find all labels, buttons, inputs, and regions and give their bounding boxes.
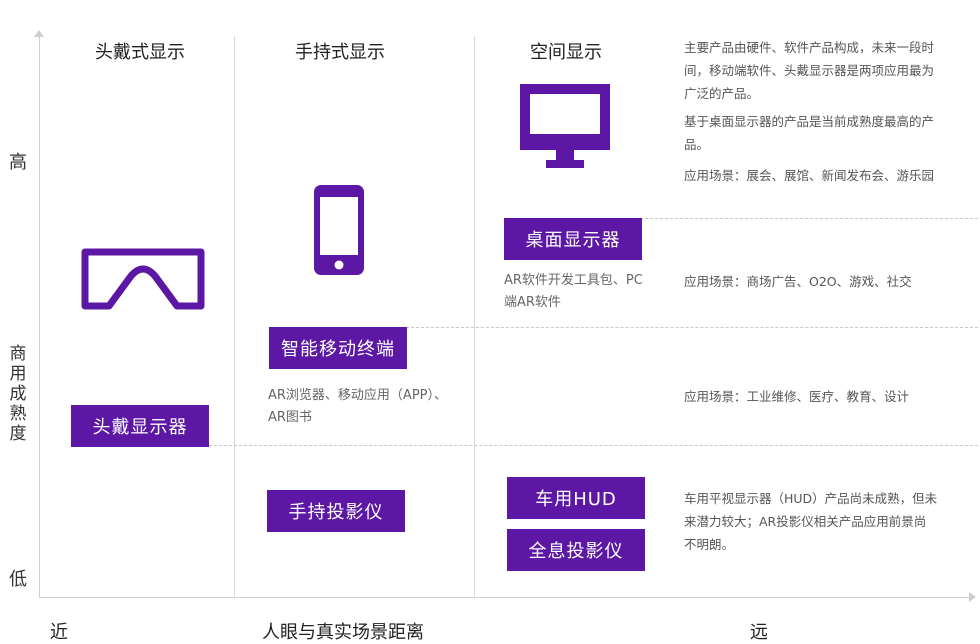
column-title-head-mounted: 头戴式显示 bbox=[95, 42, 185, 63]
column-divider-2 bbox=[474, 36, 475, 597]
column-title-spatial: 空间显示 bbox=[530, 42, 602, 63]
device-handheld-projector: 手持投影仪 bbox=[267, 490, 405, 532]
x-axis-line bbox=[39, 597, 975, 598]
row-divider-middle bbox=[406, 327, 978, 328]
note-hud-projector: 车用平视显示器（HUD）产品尚未成熟，但未 来潜力较大；AR投影仪相关产品应用前… bbox=[684, 487, 976, 556]
note-desktop-maturity: 基于桌面显示器的产品是当前成熟度最高的产 品。 bbox=[684, 110, 976, 156]
x-axis-far-label: 远 bbox=[750, 622, 768, 643]
note-line: 主要产品由硬件、软件产品构成，未来一段时 bbox=[684, 40, 935, 55]
note-low-scenes: 应用场景：工业维修、医疗、教育、设计 bbox=[684, 389, 910, 404]
note-line: 车用平视显示器（HUD）产品尚未成熟，但未 bbox=[684, 491, 938, 506]
column-divider-1 bbox=[234, 36, 235, 597]
desktop-description-line: 端AR软件 bbox=[504, 295, 561, 310]
device-desktop-display: 桌面显示器 bbox=[504, 218, 642, 260]
smart-mobile-description-line: AR图书 bbox=[268, 410, 312, 425]
y-axis-line bbox=[39, 36, 40, 598]
y-axis-high-label: 高 bbox=[9, 152, 27, 173]
monitor-icon bbox=[520, 84, 610, 168]
device-hologram-projector: 全息投影仪 bbox=[507, 529, 645, 571]
note-top-scenes: 应用场景：展会、展馆、新闻发布会、游乐园 bbox=[684, 168, 935, 183]
smart-mobile-description: AR浏览器、移动应用（APP）、 AR图书 bbox=[268, 385, 478, 429]
column-title-handheld: 手持式显示 bbox=[295, 42, 385, 63]
desktop-description-line: AR软件开发工具包、PC bbox=[504, 273, 643, 288]
smartphone-icon bbox=[314, 185, 364, 275]
x-axis-near-label: 近 bbox=[50, 622, 68, 643]
y-axis-title: 商用成熟度 bbox=[9, 344, 27, 444]
note-line: 品。 bbox=[684, 137, 710, 152]
note-line: 间，移动端软件、头戴显示器是两项应用最为 bbox=[684, 63, 935, 78]
device-car-hud: 车用HUD bbox=[507, 477, 645, 519]
x-axis-title: 人眼与真实场景距离 bbox=[262, 622, 424, 643]
desktop-description: AR软件开发工具包、PC 端AR软件 bbox=[504, 270, 674, 314]
y-axis-low-label: 低 bbox=[9, 569, 27, 590]
note-middle-scenes: 应用场景：商场广告、O2O、游戏、社交 bbox=[684, 274, 912, 289]
note-line: 不明朗。 bbox=[684, 537, 735, 552]
note-line: 广泛的产品。 bbox=[684, 86, 760, 101]
device-smart-mobile-terminal: 智能移动终端 bbox=[269, 327, 407, 369]
note-products-overview: 主要产品由硬件、软件产品构成，未来一段时 间，移动端软件、头戴显示器是两项应用最… bbox=[684, 36, 976, 105]
note-line: 基于桌面显示器的产品是当前成熟度最高的产 bbox=[684, 114, 935, 129]
note-line: 来潜力较大；AR投影仪相关产品应用前景尚 bbox=[684, 514, 927, 529]
row-divider-bottom bbox=[209, 445, 978, 446]
device-head-mounted-display: 头戴显示器 bbox=[71, 405, 209, 447]
smart-mobile-description-line: AR浏览器、移动应用（APP）、 bbox=[268, 388, 447, 403]
y-axis-arrow bbox=[34, 30, 44, 37]
vr-goggles-icon bbox=[81, 248, 205, 310]
x-axis-arrow bbox=[969, 592, 976, 602]
row-divider-top bbox=[640, 218, 978, 219]
